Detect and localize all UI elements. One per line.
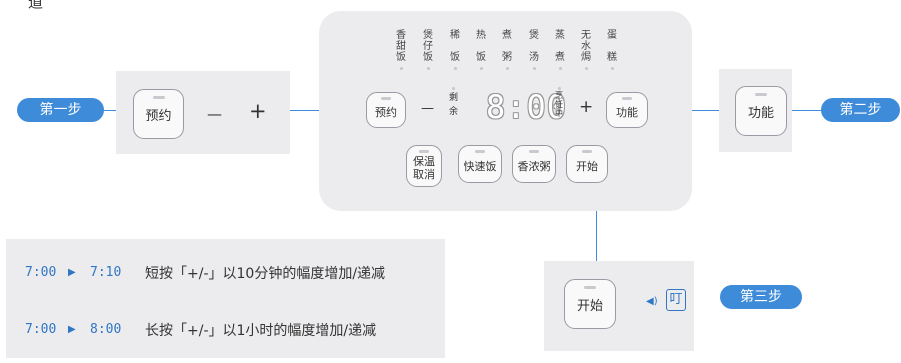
short-press-from-time: 7:00 bbox=[25, 265, 57, 280]
step1-plus: + bbox=[249, 99, 267, 123]
menu-item: 煲 仔 饭 bbox=[421, 30, 435, 70]
short-press-description: 短按「+/-」以10分钟的幅度增加/递减 bbox=[145, 266, 386, 282]
step1-connector bbox=[104, 110, 116, 111]
long-press-description: 长按「+/-」以1小时的幅度增加/递减 bbox=[145, 323, 377, 339]
arrow-right-icon: ▶ bbox=[68, 324, 76, 335]
menu-item: 煲 汤 bbox=[527, 30, 541, 70]
panel-plus-button[interactable]: + bbox=[579, 97, 594, 117]
top-text-fragment: 道 bbox=[28, 0, 44, 11]
step2-connector bbox=[792, 110, 821, 111]
instruction-box bbox=[6, 239, 445, 358]
panel-reserve-button[interactable]: 预约 bbox=[366, 92, 406, 128]
speaker-icon: ◀) bbox=[646, 296, 658, 307]
panel-start-button[interactable]: 开始 bbox=[566, 145, 608, 183]
cooking-indicator: 烹 饪 中 bbox=[555, 87, 563, 118]
step-two-label: 第二步 bbox=[821, 98, 900, 122]
short-press-to-time: 7:10 bbox=[90, 265, 122, 280]
arrow-right-icon: ▶ bbox=[68, 267, 76, 278]
keep-warm-cancel-button[interactable]: 保温 取消 bbox=[406, 145, 442, 187]
long-press-from-time: 7:00 bbox=[25, 322, 57, 337]
step-three-label: 第三步 bbox=[720, 285, 802, 309]
step-one-label: 第一步 bbox=[17, 98, 104, 122]
long-press-to-time: 8:00 bbox=[90, 322, 122, 337]
menu-item: 无 水 焗 bbox=[579, 30, 593, 70]
menu-item: 蛋 糕 bbox=[605, 30, 619, 70]
step1-reserve-button[interactable]: 预约 bbox=[133, 89, 184, 139]
fragrant-congee-button[interactable]: 香浓粥 bbox=[512, 145, 556, 183]
beep-sound-badge: 叮 bbox=[666, 289, 686, 311]
step2-function-button[interactable]: 功能 bbox=[735, 86, 787, 136]
time-display: 8:00 bbox=[486, 88, 568, 126]
step3-connector bbox=[596, 185, 597, 261]
panel-function-button[interactable]: 功能 bbox=[606, 92, 648, 128]
panel-minus-button[interactable]: — bbox=[421, 101, 434, 116]
quick-rice-button[interactable]: 快速饭 bbox=[458, 145, 502, 183]
menu-item: 蒸 煮 bbox=[553, 30, 567, 70]
menu-item: 稀 饭 bbox=[448, 30, 462, 70]
remaining-indicator: 剩 余 bbox=[449, 87, 458, 119]
menu-item: 热 饭 bbox=[474, 30, 488, 70]
cooking-label: 烹 饪 中 bbox=[555, 91, 563, 118]
menu-item: 香 甜 饭 bbox=[394, 30, 408, 70]
step3-start-button[interactable]: 开始 bbox=[564, 279, 616, 329]
step1-minus: — bbox=[207, 105, 222, 123]
menu-item: 煮 粥 bbox=[500, 30, 514, 70]
remaining-label: 剩 余 bbox=[449, 93, 459, 117]
